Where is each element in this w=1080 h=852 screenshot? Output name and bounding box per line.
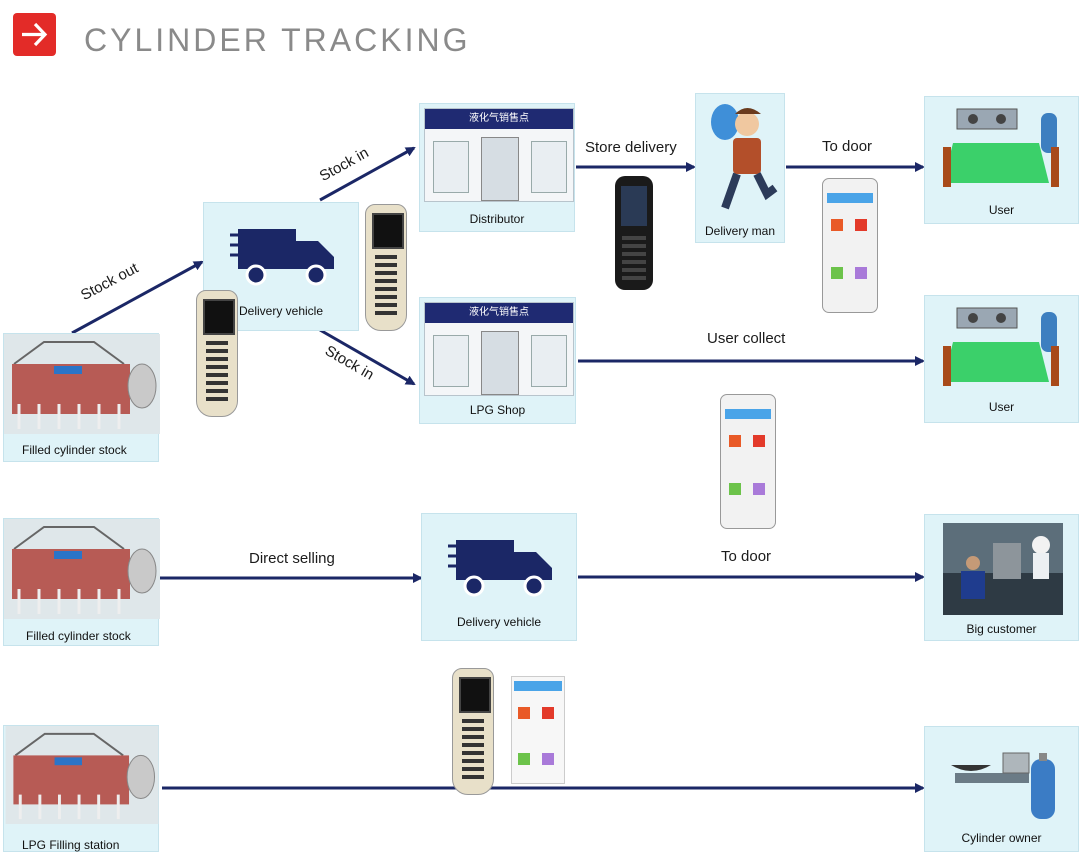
filling-plant-icon <box>4 519 160 619</box>
truck-icon <box>230 229 334 286</box>
node-label: Delivery vehicle <box>456 615 542 629</box>
node-lpg-filling-station: LPG Filling station <box>3 725 159 852</box>
node-label: LPG Shop <box>469 403 526 417</box>
smartphone-app-icon <box>822 178 878 313</box>
node-delivery-man: Delivery man <box>695 93 785 243</box>
node-label: Delivery man <box>704 224 776 238</box>
kitchen-user-icon <box>943 108 1059 187</box>
node-user-bottom: User <box>924 295 1079 423</box>
node-filled-cylinder-stock-mid: Filled cylinder stock <box>3 518 160 646</box>
handheld-scanner-icon <box>365 204 407 331</box>
store-sign: 液化气销售点 <box>425 303 573 323</box>
app-screen-icon <box>511 676 565 784</box>
arrow-stock-in-bottom <box>319 328 416 386</box>
edge-label-user-collect: User collect <box>707 330 786 347</box>
commercial-kitchen-photo <box>943 523 1063 615</box>
node-delivery-vehicle-mid: Delivery vehicle <box>421 513 577 641</box>
edge-label-to-door-mid: To door <box>721 548 772 565</box>
node-user-top: User <box>924 96 1079 224</box>
node-label: Cylinder owner <box>961 831 1042 845</box>
filling-plant-icon <box>5 726 159 824</box>
arrow-stock-in-top <box>319 146 416 202</box>
stove-cylinder-icon <box>951 752 1055 819</box>
node-lpg-shop: 液化气销售点 LPG Shop <box>419 297 576 424</box>
node-label: Filled cylinder stock <box>26 629 131 643</box>
node-label: Big customer <box>966 622 1037 636</box>
node-cylinder-owner: Cylinder owner <box>924 726 1079 852</box>
edge-label-direct-selling: Direct selling <box>249 550 335 567</box>
filling-plant-icon <box>4 334 160 434</box>
node-label: LPG Filling station <box>22 838 120 852</box>
kitchen-user-icon <box>943 307 1059 386</box>
truck-icon <box>448 540 552 597</box>
smartphone-app-icon <box>720 394 776 529</box>
handheld-scanner-icon <box>196 290 238 417</box>
node-delivery-vehicle-top: Delivery vehicle <box>203 202 359 331</box>
node-filled-cylinder-stock-top: Filled cylinder stock <box>3 333 160 462</box>
store-facade-icon: 液化气销售点 <box>424 302 574 396</box>
header-logo-icon <box>13 13 56 56</box>
store-facade-icon: 液化气销售点 <box>424 108 574 202</box>
edge-label-store-delivery: Store delivery <box>585 139 677 156</box>
page-title: CYLINDER TRACKING <box>84 22 471 58</box>
node-label: User <box>988 203 1015 217</box>
store-sign: 液化气销售点 <box>425 109 573 129</box>
node-label: Distributor <box>469 212 525 226</box>
node-distributor: 液化气销售点 Distributor <box>419 103 575 232</box>
pda-scanner-icon <box>615 176 653 290</box>
arrow-stock-out <box>71 260 204 335</box>
edge-label-to-door-top: To door <box>822 138 873 155</box>
node-label: Delivery vehicle <box>238 304 324 318</box>
node-label: Filled cylinder stock <box>22 443 127 457</box>
delivery-man-icon <box>711 104 778 210</box>
handheld-scanner-icon <box>452 668 494 795</box>
node-label: User <box>988 400 1015 414</box>
node-big-customer: Big customer <box>924 514 1079 641</box>
